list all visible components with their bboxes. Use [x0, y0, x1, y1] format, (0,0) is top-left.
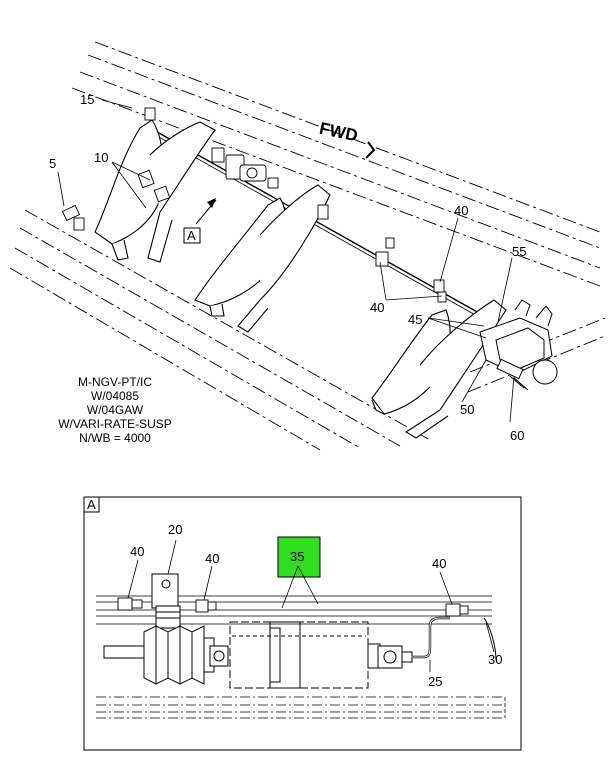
suspension-hanger-2 — [194, 184, 331, 333]
detail-callout-35: 35 — [290, 549, 304, 564]
fwd-label: FWD — [318, 119, 360, 146]
tee-fitting — [367, 643, 413, 669]
center-valve-assembly — [211, 147, 279, 189]
note-line-5: N/WB = 4000 — [79, 431, 151, 445]
front-brackets — [61, 107, 171, 231]
view-a-reference: A — [183, 198, 217, 244]
detail-a-tag: A — [83, 496, 100, 513]
mid-clips — [317, 204, 447, 303]
note-line-4: W/VARI-RATE-SUSP — [58, 417, 172, 431]
callout-10: 10 — [94, 150, 108, 165]
main-callouts: 15 10 5 40 55 40 45 50 60 — [49, 92, 526, 443]
view-a-label: A — [187, 228, 196, 243]
detail-a-border — [83, 496, 522, 751]
callout-15: 15 — [80, 92, 94, 107]
note-line-3: W/04GAW — [87, 403, 144, 417]
height-control-valve — [479, 299, 558, 391]
mounting-bracket — [151, 573, 181, 629]
detail-a-label: A — [87, 497, 96, 512]
callout-60: 60 — [510, 428, 524, 443]
callout-50: 50 — [460, 402, 474, 417]
detail-callouts: 40 20 40 35 40 25 30 — [130, 522, 502, 689]
detail-callout-30: 30 — [488, 652, 502, 667]
detail-fittings — [117, 597, 469, 617]
frame-rails — [9, 41, 606, 451]
detail-callout-20: 20 — [168, 522, 182, 537]
detail-callout-40-center: 40 — [205, 551, 219, 566]
callout-5: 5 — [49, 156, 56, 171]
detail-leaders — [127, 539, 495, 672]
fwd-arrow-icon — [365, 141, 376, 159]
main-leaders — [57, 99, 515, 423]
callout-55: 55 — [512, 244, 526, 259]
suspension-hanger-3 — [371, 299, 507, 439]
configuration-note: M-NGV-PT/IC W/04085 W/04GAW W/VARI-RATE-… — [58, 375, 172, 445]
detail-callout-25: 25 — [428, 674, 442, 689]
note-line-1: M-NGV-PT/IC — [78, 375, 152, 389]
air-spring-bellows — [103, 625, 229, 685]
callout-40-mid: 40 — [370, 300, 384, 315]
callout-45: 45 — [408, 312, 422, 327]
air-tank-module — [229, 621, 369, 689]
highlight-box-35 — [277, 536, 321, 578]
note-line-2: W/04085 — [91, 389, 139, 403]
air-line-25 — [412, 616, 497, 661]
detail-callout-40-left: 40 — [130, 544, 144, 559]
callout-40-top: 40 — [454, 203, 468, 218]
detail-callout-40-right: 40 — [432, 556, 446, 571]
